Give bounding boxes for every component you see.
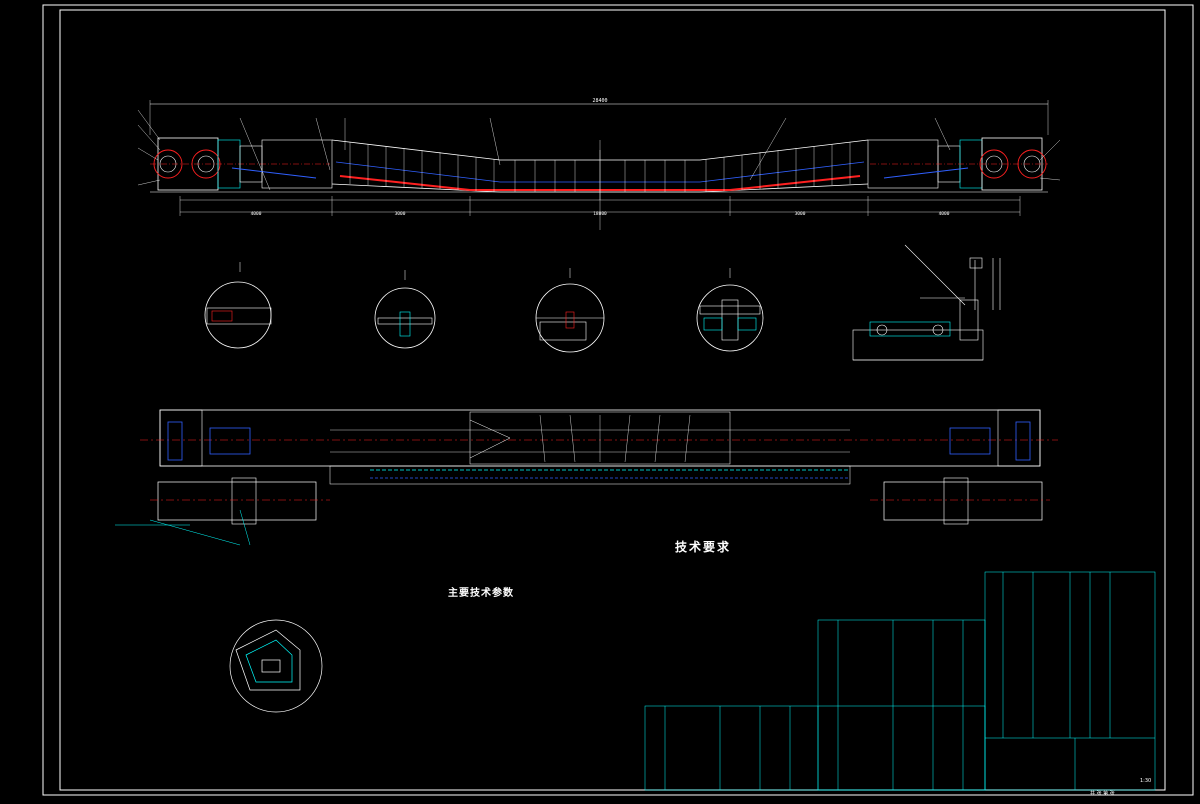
dim-left-mid: 3000	[395, 211, 406, 217]
tension-detail	[852, 244, 1001, 361]
dim-right-base: 4000	[939, 211, 950, 217]
dim-overall: 28400	[592, 98, 607, 104]
dim-right-mid: 3000	[795, 211, 806, 217]
inner-border	[59, 9, 1166, 791]
main-parameters-title: 主要技术参数	[448, 588, 514, 599]
technical-requirements-title: 技术要求	[675, 540, 732, 554]
parts-list-middle	[644, 619, 986, 791]
sheet-label: 共 张 第 张	[1090, 791, 1115, 797]
chain-detail	[229, 619, 323, 713]
dim-left-base: 4000	[251, 211, 262, 217]
parts-list-right	[984, 571, 1156, 791]
scale-label: 1:30	[1140, 778, 1152, 784]
plan-view	[115, 409, 1058, 546]
elevation-view: 28400	[137, 98, 1061, 230]
outer-border	[42, 4, 1194, 796]
section-details	[204, 262, 764, 353]
